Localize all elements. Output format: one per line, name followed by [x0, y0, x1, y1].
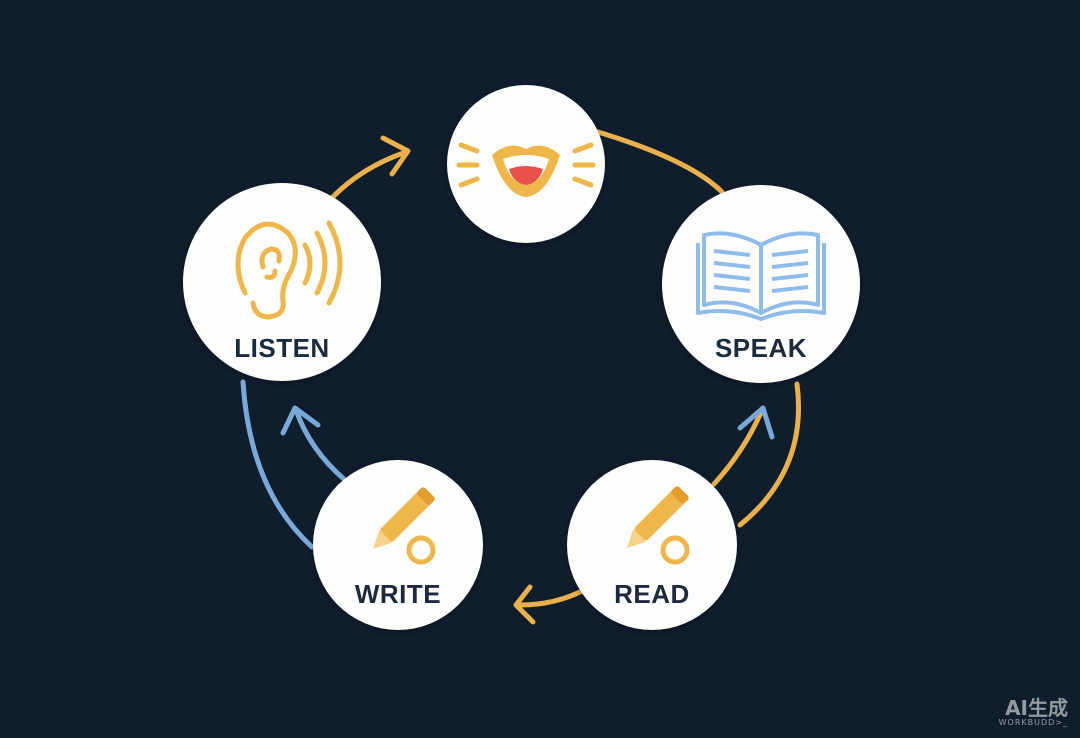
- arrowhead-listen-to-top: [380, 135, 411, 177]
- pencil-circle-icon: [372, 487, 436, 565]
- watermark-sub: WORKBUDD>_: [998, 718, 1068, 727]
- arrow-read-to-speak: [711, 407, 765, 487]
- open-book-icon: [696, 231, 826, 321]
- arrow-speak-to-read: [737, 381, 802, 528]
- arrow-read-to-write: [517, 587, 587, 608]
- arrow-write-to-listen-inner: [293, 407, 348, 483]
- watermark: AI生成 WORKBUDD>_: [999, 698, 1068, 728]
- label-write: WRITE: [354, 579, 442, 609]
- label-read: READ: [614, 579, 690, 609]
- node-read: READ: [567, 460, 737, 630]
- node-speak: SPEAK: [662, 185, 860, 383]
- pencil-circle-icon: [626, 486, 690, 565]
- arrowhead-read-to-write: [513, 584, 536, 625]
- label-speak: SPEAK: [714, 333, 808, 363]
- mouth-speaking-icon: [456, 142, 596, 197]
- ear-sound-icon: [235, 220, 343, 320]
- node-listen: LISTEN: [183, 183, 381, 381]
- arrowhead-write-to-listen: [280, 405, 321, 436]
- arrow-write-to-listen-outer: [240, 379, 315, 550]
- label-listen: LISTEN: [234, 333, 330, 363]
- arrow-top-to-speak: [595, 129, 725, 195]
- watermark-main: AI生成: [1005, 696, 1068, 720]
- arrowhead-read-to-speak: [737, 405, 775, 440]
- node-write: WRITE: [313, 460, 483, 630]
- node-speech: [447, 85, 605, 243]
- arrow-listen-to-top: [327, 149, 409, 203]
